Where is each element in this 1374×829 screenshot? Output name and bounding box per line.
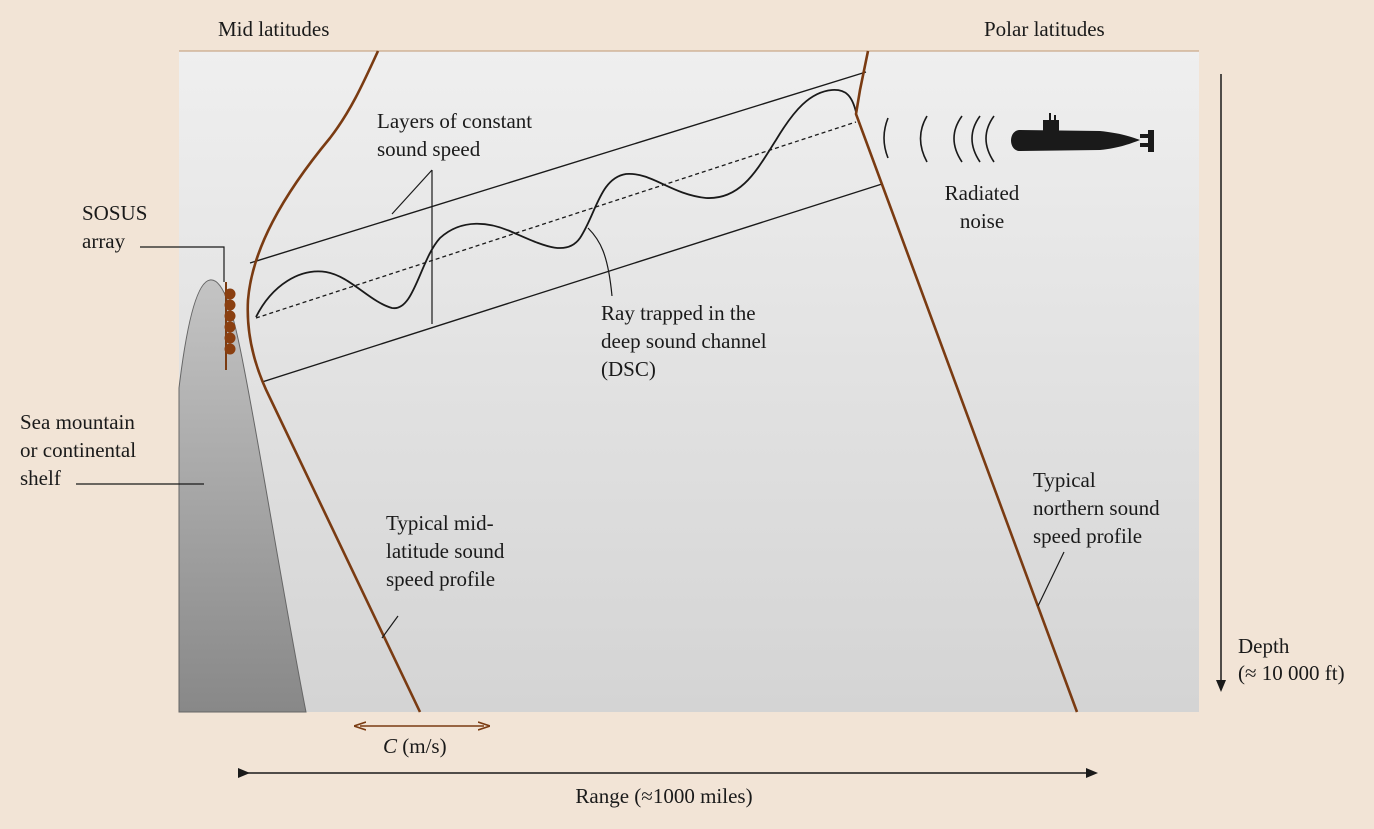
hydrophone-icon [224,332,236,344]
label-sea-mountain: Sea mountain [20,410,135,434]
layers-leader-1 [391,169,433,215]
sound-wave-icon [883,115,995,163]
north-profile-leader [1037,551,1065,607]
label-typical-mid: latitude sound [386,539,505,563]
label-typical-northern: northern sound [1033,496,1160,520]
mid-latitude-profile [246,50,422,713]
hydrophone-icon [224,343,236,355]
label-depth: (≈ 10 000 ft) [1238,661,1345,685]
channel-lower-bound [261,183,883,383]
label-sea-mountain: shelf [20,466,61,490]
label-ray-trapped: deep sound channel [601,329,767,353]
hydrophone-icon [224,288,236,300]
label-depth: Depth [1238,634,1290,658]
sosus-leader [140,246,225,282]
label-c-axis: C (m/s) [383,734,447,758]
trapped-ray [255,89,857,318]
channel-axis [255,121,857,319]
label-typical-northern: speed profile [1033,524,1142,548]
channel-upper-bound [249,71,867,264]
label-mid-latitudes: Mid latitudes [218,17,329,41]
label-layers: sound speed [377,137,481,161]
label-range: Range (≈1000 miles) [575,784,752,808]
label-c-unit: (m/s) [397,734,447,758]
label-sea-mountain: or continental [20,438,136,462]
label-sosus: SOSUS [82,201,147,225]
label-typical-northern: Typical [1033,468,1096,492]
sosus-array [224,282,236,370]
label-typical-mid: Typical mid- [386,511,494,535]
hydrophone-icon [224,310,236,322]
northern-profile [854,50,1079,713]
label-radiated-noise: Radiated [945,181,1020,205]
label-polar-latitudes: Polar latitudes [984,17,1105,41]
ray-leader [587,227,613,297]
label-c-symbol: C [383,734,398,758]
label-layers: Layers of constant [377,109,532,133]
label-ray-trapped: (DSC) [601,357,656,381]
label-sosus: array [82,229,126,253]
hydrophone-icon [224,321,236,333]
mid-profile-leader [381,615,399,639]
ocean-panel [179,51,1199,712]
label-ray-trapped: Ray trapped in the [601,301,756,325]
label-typical-mid: speed profile [386,567,495,591]
sea-mountain [178,279,307,713]
submarine-icon [1011,113,1154,152]
hydrophone-icon [224,299,236,311]
label-radiated-noise: noise [960,209,1004,233]
